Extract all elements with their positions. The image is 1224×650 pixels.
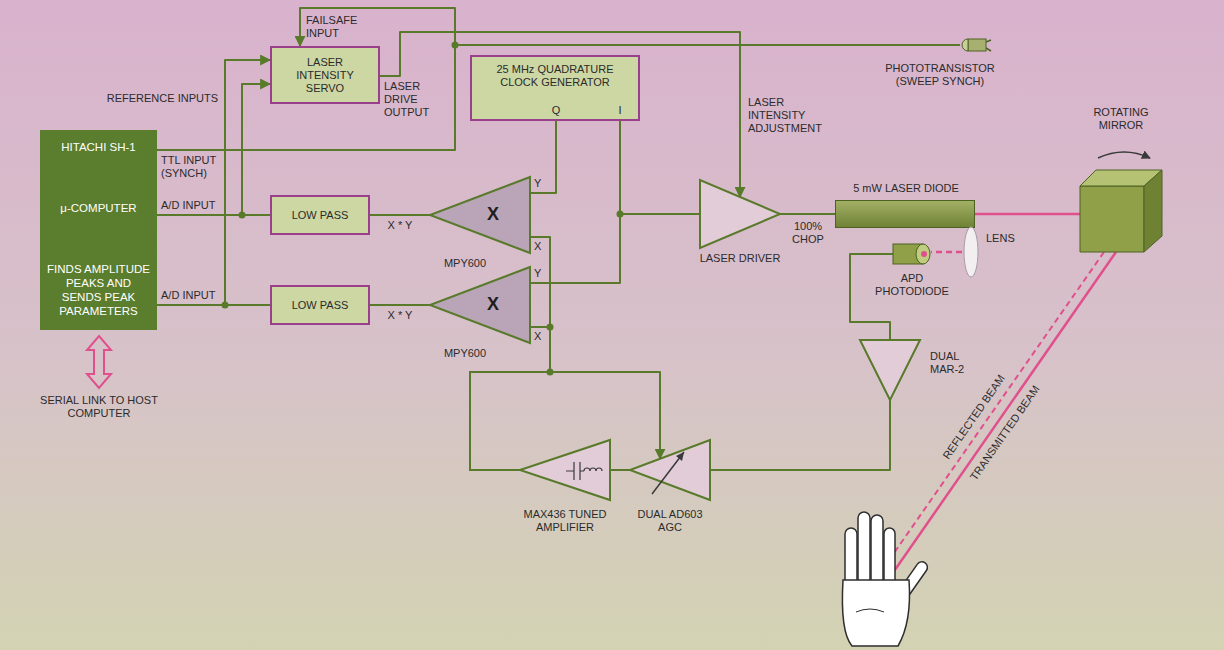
signal-label: X [534,240,546,253]
lens-outline [962,226,980,278]
signal-label: TTL INPUT (SYNCH) [161,154,221,180]
laser-beam [975,213,1080,216]
agc-amplifier: DUAL AD603 AGC [630,440,710,500]
low-pass-box: LOW PASS [270,195,370,235]
wire [380,32,740,197]
node-text: I [612,104,628,117]
signal-label: A/D INPUT [161,289,221,302]
signal-label: LASER INTENSITY ADJUSTMENT [748,96,838,135]
wire [225,60,270,305]
signal-label: X * Y [372,219,428,232]
node-title: LOW PASS [292,209,349,222]
multiplier-triangle-outline [430,177,530,253]
signal-label: A/D INPUT [161,199,221,212]
wire [530,121,556,193]
node-title: X [482,204,504,224]
signal-label: SERIAL LINK TO HOST COMPUTER [30,394,168,420]
node-title: LASER DRIVER [690,252,790,265]
lens: LENS [962,226,980,278]
node-title: 5 mW LASER DIODE [826,182,986,195]
transmitted-beam [874,252,1116,600]
signal-label: FAILSAFE INPUT [306,14,368,40]
low-pass-box: LOW PASS [270,285,370,325]
wire [620,121,700,214]
wire [530,121,620,283]
node-text: Q [548,104,564,117]
tuned-amplifier-outline [520,440,610,500]
tuned-amplifier: MAX436 TUNED AMPLIFIER [520,440,610,500]
apd-photodiode: APD PHOTODIODE [893,240,931,268]
rotating-mirror-outline [1080,170,1162,252]
node-text: μ-COMPUTER [60,201,136,215]
multiplier-triangle: XMPY600 [430,177,530,253]
node-title: 25 MHz QUADRATURE CLOCK GENERATOR [482,63,628,89]
wire [157,45,960,150]
laser-diode: 5 mW LASER DIODE [835,200,975,228]
wire [370,304,430,306]
signal-label: X * Y [372,309,428,322]
multiplier-triangle-outline [430,267,530,343]
node-text: MPY600 [430,347,500,360]
wire [710,400,890,470]
servo-box: LASER INTENSITY SERVO [270,46,380,104]
apd-photodiode-outline [893,240,931,268]
microcomputer-box: HITACHI SH-1 μ-COMPUTER FINDS AMPLITUDE PE… [40,130,157,330]
agc-amplifier-outline [630,440,710,500]
laser-beam [931,251,962,254]
wire [370,214,430,216]
node-text: FINDS AMPLITUDE PEAKS AND SENDS PEAK PAR… [46,262,151,318]
hand [842,512,929,646]
wire [610,469,630,471]
signal-label: 100% CHOP [784,220,832,246]
signal-label: LASER DRIVE OUTPUT [384,80,442,119]
node-title: ROTATING MIRROR [1081,106,1161,132]
node-title: LASER INTENSITY SERVO [278,56,372,95]
wire [300,8,960,46]
node-title: LENS [986,232,1026,245]
laser-driver-triangle: LASER DRIVER [700,180,780,248]
wire [780,213,835,215]
node-title: DUAL MAR-2 [930,350,990,376]
node-title: MAX436 TUNED AMPLIFIER [515,508,615,534]
phototransistor-outline [960,34,990,56]
node-title: PHOTOTRANSISTOR (SWEEP SYNCH) [880,62,1000,88]
signal-label: Y [534,267,546,280]
node-title: DUAL AD603 AGC [630,508,710,534]
node-title: LOW PASS [292,299,349,312]
laser-driver-triangle-outline [700,180,780,248]
phototransistor: PHOTOTRANSISTOR (SWEEP SYNCH) [960,34,990,56]
clock-generator-box: 25 MHz QUADRATURE CLOCK GENERATOR Q I [470,55,640,121]
node-title: APD PHOTODIODE [875,272,949,298]
node-text: MPY600 [430,257,500,270]
mar2-amplifier: DUAL MAR-2 [860,340,920,400]
mar2-amplifier-outline [860,340,920,400]
node-title: HITACHI SH-1 [61,140,136,154]
serial-link-arrow [87,336,111,388]
multiplier-triangle: XMPY600 [430,267,530,343]
signal-label: REFERENCE INPUTS [98,92,218,105]
rotation-arrow [1098,152,1150,158]
signal-label: X [534,330,546,343]
rotating-mirror: ROTATING MIRROR [1080,170,1162,252]
node-title: X [482,294,504,314]
signal-label: Y [534,177,546,190]
reflected-beam [864,252,1104,596]
